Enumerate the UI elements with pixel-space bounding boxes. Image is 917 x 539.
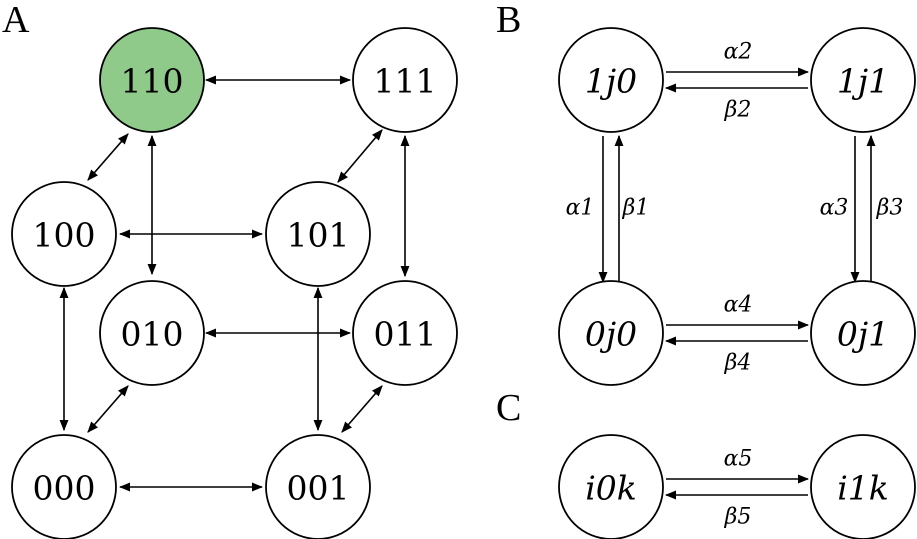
- edge-111-101: [337, 129, 383, 183]
- node-010: 010: [99, 280, 205, 386]
- rate-alpha1: α1: [566, 196, 595, 221]
- node-i0k: i0k: [558, 434, 664, 539]
- rate-beta3: β3: [876, 196, 904, 221]
- node-111-label: 111: [374, 62, 437, 101]
- node-101-label: 101: [287, 216, 350, 255]
- node-000: 000: [11, 434, 117, 539]
- node-0j1: 0j1: [810, 280, 916, 386]
- panel-c-nodes: i0k i1k: [558, 434, 916, 539]
- panel-label-b: B: [496, 0, 521, 41]
- node-010-label: 010: [121, 315, 184, 354]
- node-1j1: 1j1: [810, 27, 916, 133]
- node-i1k-label: i1k: [837, 469, 889, 508]
- rate-beta5: β5: [724, 505, 752, 530]
- rate-alpha4: α4: [724, 293, 753, 318]
- node-110-label: 110: [121, 62, 184, 101]
- panel-a-edges: [59, 75, 410, 492]
- panel-label-a: A: [2, 0, 30, 41]
- edge-110-100: [87, 133, 129, 181]
- panel-b-nodes: 1j0 1j1 0j0 0j1: [558, 27, 916, 386]
- node-011: 011: [352, 280, 458, 386]
- node-1j1-label: 1j1: [837, 62, 889, 101]
- node-i1k: i1k: [810, 434, 916, 539]
- edge-011-001: [341, 385, 383, 433]
- node-110: 110: [99, 27, 205, 133]
- node-100: 100: [11, 181, 117, 287]
- node-101: 101: [265, 181, 371, 287]
- rate-alpha5: α5: [724, 447, 753, 472]
- node-111: 111: [352, 27, 458, 133]
- node-0j0: 0j0: [558, 280, 664, 386]
- panel-b-edges: [598, 67, 876, 346]
- panel-a-nodes: 110 111 100 101 010 011 000 001: [11, 27, 458, 539]
- node-0j1-label: 0j1: [837, 315, 889, 354]
- edge-010-000: [87, 385, 129, 433]
- rate-beta4: β4: [724, 351, 752, 376]
- rate-beta2: β2: [724, 98, 752, 123]
- rate-alpha2: α2: [724, 40, 753, 65]
- rate-beta1: β1: [622, 196, 650, 221]
- node-1j0: 1j0: [558, 27, 664, 133]
- node-100-label: 100: [33, 216, 96, 255]
- node-011-label: 011: [374, 315, 437, 354]
- panel-c-edges: [664, 474, 810, 500]
- rate-alpha3: α3: [820, 196, 849, 221]
- node-000-label: 000: [33, 469, 96, 508]
- panel-c-rates: α5 β5: [724, 447, 753, 530]
- node-i0k-label: i0k: [585, 469, 637, 508]
- node-1j0-label: 1j0: [585, 62, 637, 101]
- panel-b-rates: α2 β2 α1 β1 α3 β3 α4 β4: [566, 40, 904, 376]
- node-0j0-label: 0j0: [585, 315, 637, 354]
- panel-label-c: C: [496, 387, 521, 429]
- node-001-label: 001: [287, 469, 350, 508]
- node-001: 001: [265, 434, 371, 539]
